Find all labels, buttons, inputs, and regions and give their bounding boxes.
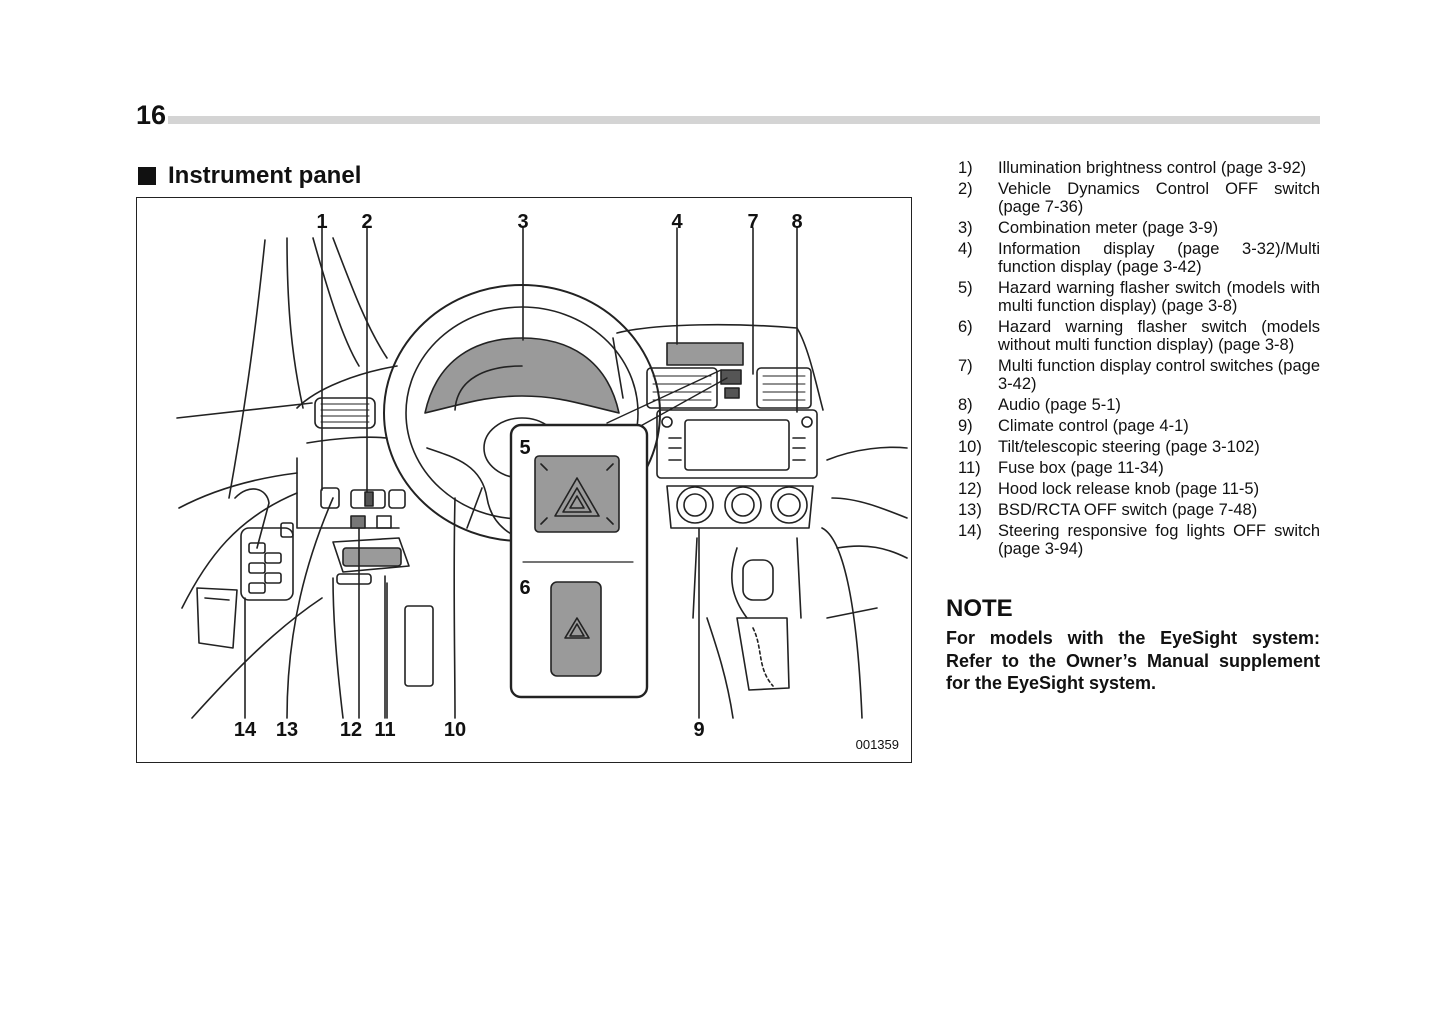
list-item: 4)Information display (page 3-32)/Multi … (958, 240, 1320, 276)
callout-13: 13 (275, 719, 299, 741)
list-item: 2)Vehicle Dynamics Control OFF switch (p… (958, 180, 1320, 216)
callout-14: 14 (233, 719, 257, 741)
callout-2: 2 (361, 211, 373, 233)
callout-3: 3 (517, 211, 529, 233)
list-item: 7)Multi function display control switche… (958, 357, 1320, 393)
list-item: 5)Hazard warning flasher switch (models … (958, 279, 1320, 315)
callout-9: 9 (693, 719, 705, 741)
callout-10: 10 (443, 719, 467, 741)
callout-12: 12 (339, 719, 363, 741)
section-title-text: Instrument panel (168, 162, 362, 189)
list-item: 1)Illumination brightness control (page … (958, 159, 1307, 177)
callout-6: 6 (519, 577, 531, 599)
figure-code: 001359 (855, 737, 899, 752)
callout-7: 7 (747, 211, 759, 233)
list-item: 9)Climate control (page 4-1) (958, 417, 1189, 435)
note-heading: NOTE (946, 595, 1013, 622)
page-number: 16 (136, 100, 167, 130)
list-item: 13)BSD/RCTA OFF switch (page 7-48) (958, 501, 1258, 519)
callout-11: 11 (374, 719, 396, 741)
callout-5: 5 (519, 437, 531, 459)
list-item: 6)Hazard warning flasher switch (models … (958, 318, 1320, 354)
list-item: 12)Hood lock release knob (page 11-5) (958, 480, 1260, 498)
list-item: 14)Steering responsive fog lights OFF sw… (958, 522, 1320, 558)
callout-4: 4 (671, 211, 683, 233)
list-item: 11)Fuse box (page 11-34) (958, 459, 1164, 477)
header-rule (168, 116, 1320, 124)
note-body: For models with the EyeSight system: Ref… (946, 628, 1320, 693)
list-item: 10)Tilt/telescopic steering (page 3-102) (958, 438, 1260, 456)
list-item: 3)Combination meter (page 3-9) (958, 219, 1219, 237)
callout-1: 1 (316, 211, 328, 233)
section-square-icon (138, 167, 156, 185)
list-item: 8)Audio (page 5-1) (958, 396, 1121, 414)
callout-8: 8 (791, 211, 803, 233)
instrument-panel-figure: 1 2 3 4 5 6 7 8 9 10 11 12 13 14 001359 (136, 197, 912, 763)
instrument-panel-illustration (176, 227, 908, 719)
section-title: Instrument panel (138, 162, 361, 190)
component-list: 1)Illumination brightness control (page … (958, 159, 1320, 561)
